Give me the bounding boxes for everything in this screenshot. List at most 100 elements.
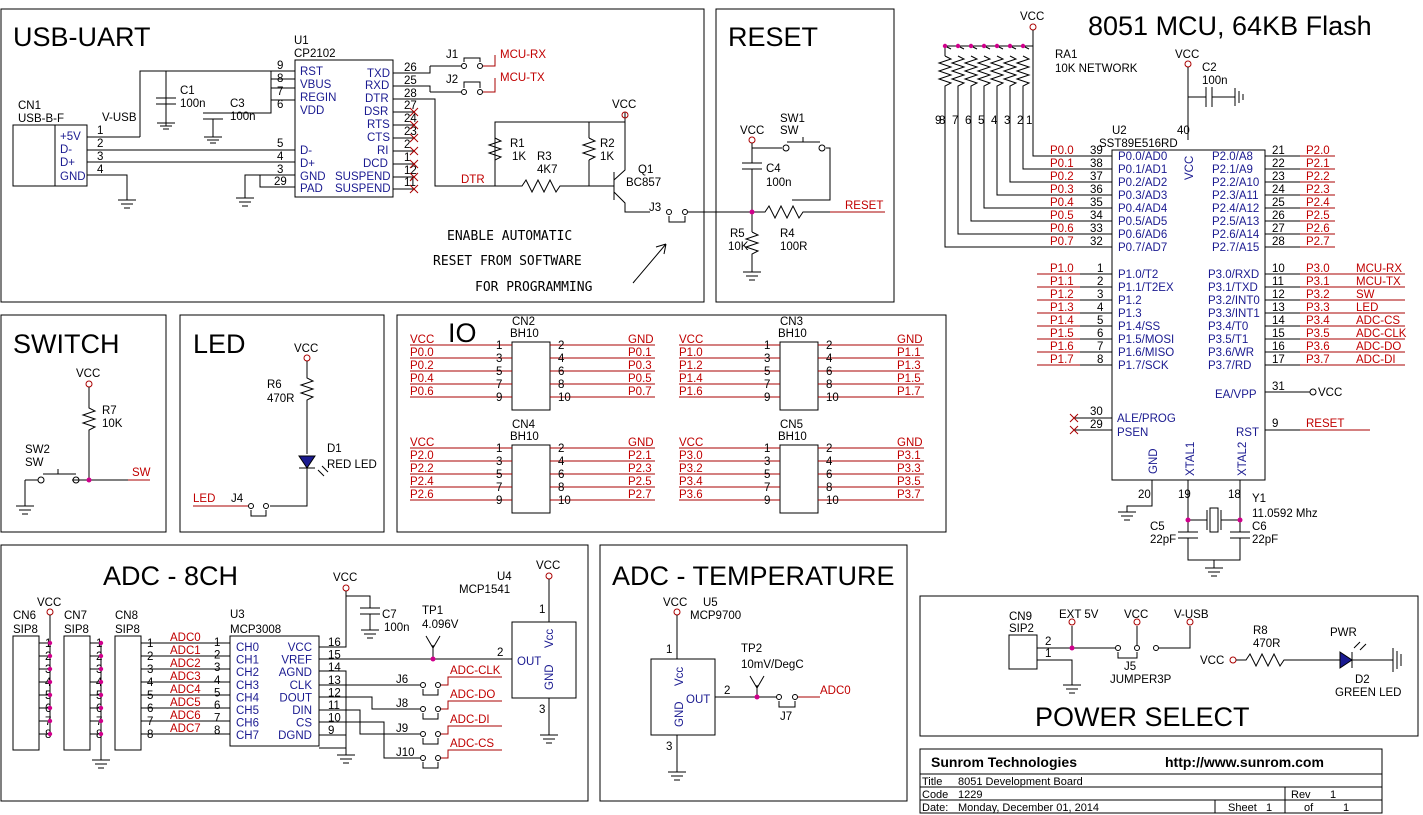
adc-jumper-net: ADC-DI: [450, 714, 490, 726]
c6-label: C6: [1252, 521, 1267, 533]
r8-vcc: VCC: [1200, 655, 1224, 667]
ra1-pin: 4: [991, 115, 998, 127]
reset-frame: [715, 8, 895, 303]
io-odd-pin: 5: [496, 366, 502, 378]
svg-text:D+: D+: [60, 157, 75, 169]
svg-text:MCU-RX: MCU-RX: [500, 49, 546, 61]
svg-text:RTS: RTS: [367, 119, 390, 131]
sip-body: [63, 635, 91, 751]
mcp3008-right: DOUT: [279, 692, 312, 704]
io-even-net: P1.1: [897, 347, 921, 359]
port1-pin: P1.3: [1118, 308, 1142, 320]
jumper-pin: [420, 731, 426, 737]
port0-net: P0.2: [1050, 171, 1074, 183]
io-connector-name: CN3: [780, 316, 803, 328]
port3-net: P3.7: [1306, 354, 1330, 366]
adc-jumper-label: J8: [396, 698, 408, 710]
port0-net: P0.7: [1050, 236, 1074, 248]
mcp3008-ch: CH0: [236, 642, 259, 654]
sip-name: CN6: [13, 610, 36, 622]
svg-text:GND: GND: [60, 171, 86, 183]
svg-text:27: 27: [404, 100, 417, 112]
io-even-net: P0.3: [628, 360, 652, 372]
temp-vcc: VCC: [663, 597, 687, 609]
svg-text:26: 26: [404, 62, 417, 74]
svg-text:11: 11: [404, 177, 416, 189]
led-title: LED: [193, 329, 246, 359]
jumper-pin: [435, 706, 441, 712]
cn9-label: CN9: [1009, 611, 1032, 623]
mcp3008-right-num: 9: [328, 725, 334, 737]
mcp3008-left-num: 2: [214, 650, 220, 662]
u4-part: MCP1541: [459, 584, 510, 596]
switch-title: SWITCH: [13, 329, 119, 359]
io-odd-net: P0.4: [410, 373, 434, 385]
sip-pin: 2: [147, 651, 153, 663]
io-even-pin: 10: [558, 495, 571, 507]
io-odd-net: P2.2: [410, 463, 434, 475]
svg-text:4: 4: [97, 164, 104, 176]
svg-text:USB-B-F: USB-B-F: [18, 113, 64, 125]
port1-pin-num: 1: [1097, 263, 1103, 275]
svg-text:SUSPEND: SUSPEND: [335, 171, 391, 183]
io-odd-net: P2.0: [410, 450, 434, 462]
ea-pin: EA/VPP: [1215, 389, 1257, 401]
sw1-label: SW1: [780, 113, 805, 125]
c1-label: C1: [180, 85, 195, 97]
port3-pin-num: 14: [1272, 315, 1285, 327]
io-even-pin: 4: [558, 353, 565, 365]
io-odd-pin: 7: [764, 379, 770, 391]
u4-n1: 1: [539, 604, 545, 616]
cn9-value: SIP2: [1009, 623, 1034, 635]
r7-resistor: [81, 387, 128, 481]
port1-pin-num: 2: [1097, 276, 1103, 288]
port3-pin-num: 17: [1272, 354, 1285, 366]
vcc-node: [47, 718, 53, 724]
io-even-pin: 6: [826, 366, 832, 378]
port1-pin-num: 5: [1097, 315, 1103, 327]
io-even-net: GND: [628, 334, 654, 346]
sip-pin: 3: [147, 664, 153, 676]
svg-text:3: 3: [97, 151, 103, 163]
reset-title: RESET: [728, 22, 818, 52]
mcp3008-ch: CH7: [236, 730, 259, 742]
gnd-node: [98, 718, 104, 724]
j5-label: J5: [1124, 661, 1136, 673]
mcp3008-left-num: 7: [214, 713, 220, 725]
port2-net: P2.4: [1306, 197, 1330, 209]
note-line-3: FOR PROGRAMMING: [475, 280, 593, 295]
svg-text:5: 5: [277, 138, 283, 150]
ea-num: 31: [1272, 381, 1285, 393]
io-even-net: P1.5: [897, 373, 921, 385]
j4-label: J4: [231, 493, 244, 505]
jumper-pin: [435, 731, 441, 737]
port2-net: P2.1: [1306, 158, 1330, 170]
io-connector-type: BH10: [510, 328, 539, 340]
r3-value: 4K7: [537, 164, 557, 176]
c7-vcc: VCC: [333, 572, 357, 584]
svg-text:2: 2: [97, 138, 103, 150]
adc-net: ADC1: [170, 645, 201, 657]
io-connector-name: CN4: [512, 419, 536, 431]
vcc-q1: VCC: [612, 99, 636, 111]
svg-text:DTR: DTR: [365, 93, 389, 105]
io-odd-pin: 3: [496, 353, 502, 365]
c3-value: 100n: [230, 111, 256, 123]
svg-text:RXD: RXD: [365, 80, 389, 92]
u5-label: U5: [703, 597, 718, 609]
power-vcc-label: VCC: [1124, 609, 1148, 621]
r2-label: R2: [600, 138, 615, 150]
port3-function-net: MCU-RX: [1356, 263, 1402, 275]
power-frame: [919, 595, 1419, 737]
mcp3008-ch: CH1: [236, 655, 259, 667]
port2-pin-num: 22: [1272, 158, 1285, 170]
io-odd-net: VCC: [679, 334, 703, 346]
c4-label: C4: [766, 163, 781, 175]
psen-pin: PSEN: [1117, 427, 1148, 439]
cn9-connector: [1008, 634, 1038, 670]
adc-net: ADC2: [170, 658, 201, 670]
note-arrow: [632, 243, 667, 284]
io-even-net: P3.3: [897, 463, 921, 475]
port2-net: P2.0: [1306, 145, 1330, 157]
c4-value: 100n: [766, 177, 792, 189]
